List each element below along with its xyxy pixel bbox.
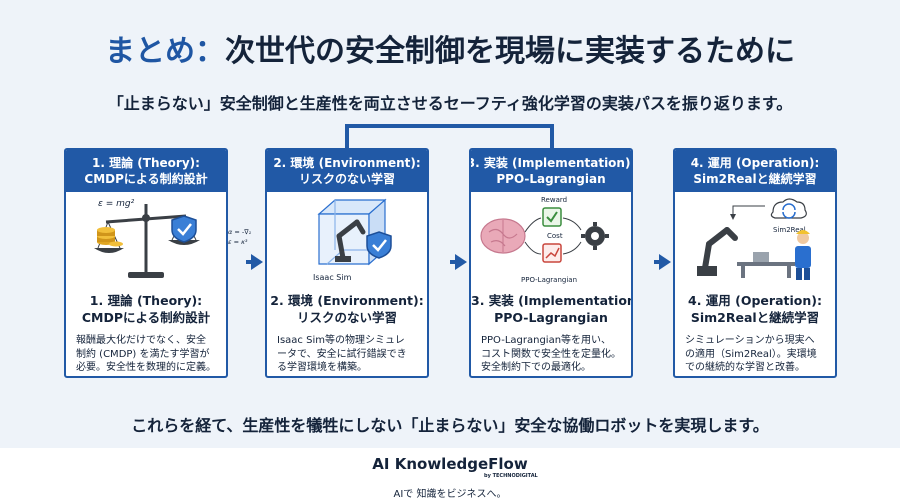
robot-base — [697, 266, 717, 276]
arrow-2-3 — [455, 254, 467, 270]
shield-check-icon — [366, 231, 392, 259]
card-desc-line: の適用（Sim2Real）。実環境 — [685, 348, 817, 360]
card-header: 4. 運用 (Operation): Sim2Realと継続学習 — [675, 150, 835, 192]
robot-base — [335, 256, 351, 262]
brand-subtitle: by TECHNODIGITAL — [484, 473, 538, 479]
card-title-line2: CMDPによる制約設計 — [81, 310, 211, 325]
card-header: 3. 実装 (Implementation): PPO-Lagrangian — [471, 150, 631, 192]
step-card-environment: 2. 環境 (Environment): リスクのない学習 I — [265, 148, 429, 378]
card-illustration: Reward Cost PPO-Lagrangian — [471, 192, 631, 290]
card-header-line1: 4. 運用 (Operation): — [690, 156, 820, 170]
card-title-line2: PPO-Lagrangian — [494, 310, 608, 325]
card-desc-line: ータで、安全に試行錯誤でき — [277, 348, 407, 360]
card-title-line1: 2. 環境 (Environment): — [270, 293, 424, 308]
card-title: 3. 実装 (Implementation): PPO-Lagrangian — [471, 292, 631, 326]
card-header-line1: 3. 実装 (Implementation): — [469, 156, 633, 170]
step-card-operation: 4. 運用 (Operation): Sim2Realと継続学習 Sim2Rea… — [673, 148, 837, 378]
robot-arm-icon — [702, 227, 738, 271]
arrow-3-4 — [659, 254, 671, 270]
card-illustration: Sim2Real — [675, 192, 835, 290]
card-title-line1: 4. 運用 (Operation): — [688, 293, 822, 308]
page-subtitle: 「止まらない」安全制御と生産性を両立させるセーフティ強化学習の実装パスを振り返り… — [107, 94, 793, 113]
card-title: 4. 運用 (Operation): Sim2Realと継続学習 — [675, 292, 835, 326]
cloud-sync-icon — [770, 198, 807, 219]
flow-connectors: α = -∇₁ ε = κ³ — [228, 124, 671, 270]
card-description: PPO-Lagrangian等を用い、 コスト関数で安全性を定量化。 安全制約下… — [481, 334, 623, 375]
card-title-line1: 1. 理論 (Theory): — [89, 293, 203, 308]
floating-formula-1: α = -∇₁ — [228, 228, 252, 236]
floating-formula-2: ε = κ³ — [228, 238, 248, 246]
shield-check-icon — [171, 215, 197, 243]
sim2real-label: Sim2Real — [773, 226, 806, 234]
card-description: 報酬最大化だけでなく、安全 制約 (CMDP) を満たす学習が 必要。安全性を数… — [76, 334, 218, 375]
formula-label: ε = mg² — [98, 199, 135, 209]
checkbox-icon — [542, 207, 562, 227]
card-title: 2. 環境 (Environment): リスクのない学習 — [267, 292, 427, 326]
connector-top-arc — [345, 124, 554, 148]
card-desc-line: 安全制約下での最適化。 — [481, 362, 591, 373]
gear-icon — [581, 222, 609, 250]
arrow-1-2 — [251, 254, 263, 270]
page-title: まとめ：次世代の安全制御を現場に実装するために — [0, 26, 900, 70]
card-title-line1: 3. 実装 (Implementation): — [471, 293, 633, 308]
card-header-line2: Sim2Realと継続学習 — [693, 172, 817, 186]
card-desc-line: 報酬最大化だけでなく、安全 — [76, 335, 206, 346]
robot-arm-icon — [336, 219, 366, 261]
worker-icon — [795, 230, 811, 280]
card-header: 1. 理論 (Theory): CMDPによる制約設計 — [66, 150, 226, 192]
card-desc-line: での継続的な学習と改善。 — [685, 362, 805, 373]
card-title: 1. 理論 (Theory): CMDPによる制約設計 — [66, 292, 226, 326]
card-header: 2. 環境 (Environment): リスクのない学習 — [267, 150, 427, 192]
card-header-line2: CMDPによる制約設計 — [84, 172, 208, 186]
card-header-line1: 1. 理論 (Theory): — [92, 156, 200, 170]
card-desc-line: PPO-Lagrangian等を用い、 — [481, 335, 612, 346]
footer-area — [0, 448, 900, 502]
card-desc-line: る学習環境を構築。 — [277, 362, 367, 373]
card-header-line2: PPO-Lagrangian — [496, 172, 606, 186]
workbench — [737, 262, 795, 266]
card-desc-line: シミュレーションから現実へ — [685, 335, 815, 346]
chart-icon — [542, 243, 562, 263]
card-description: Isaac Sim等の物理シミュレ ータで、安全に試行錯誤でき る学習環境を構築… — [277, 334, 419, 375]
card-description: シミュレーションから現実へ の適用（Sim2Real）。実環境 での継続的な学習… — [685, 334, 827, 375]
brand-tagline: AIで 知識をビジネスへ。 — [393, 489, 507, 500]
title-main: 次世代の安全制御を現場に実装するために — [225, 34, 795, 69]
card-desc-line: 必要。安全性を数理的に定義。 — [76, 362, 216, 373]
card-illustration: Isaac Sim — [267, 192, 427, 290]
isaac-sim-label: Isaac Sim — [313, 273, 352, 282]
card-title-line2: Sim2Realと継続学習 — [690, 310, 820, 325]
card-title-line2: リスクのない学習 — [296, 310, 397, 325]
reward-label: Reward — [541, 196, 567, 204]
brand-logo: AI KnowledgeFlow — [372, 455, 528, 473]
card-header-line2: リスクのない学習 — [298, 172, 395, 186]
card-header-line1: 2. 環境 (Environment): — [273, 156, 421, 170]
conclusion-text: これらを経て、生産性を犠牲にしない「止まらない」安全な協働ロボットを実現します。 — [131, 416, 769, 435]
title-prefix: まとめ： — [105, 34, 225, 69]
step-card-implementation: 3. 実装 (Implementation): PPO-Lagrangian R… — [469, 148, 633, 378]
card-desc-line: 制約 (CMDP) を満たす学習が — [76, 348, 210, 360]
ppo-label: PPO-Lagrangian — [521, 276, 577, 284]
step-card-theory: 1. 理論 (Theory): CMDPによる制約設計 ε = mg² — [64, 148, 228, 378]
brain-icon — [480, 218, 526, 254]
card-illustration: ε = mg² — [66, 192, 226, 290]
card-desc-line: コスト関数で安全性を定量化。 — [481, 348, 621, 360]
coins-icon — [97, 227, 123, 247]
card-desc-line: Isaac Sim等の物理シミュレ — [277, 335, 405, 346]
cost-label: Cost — [547, 232, 563, 240]
